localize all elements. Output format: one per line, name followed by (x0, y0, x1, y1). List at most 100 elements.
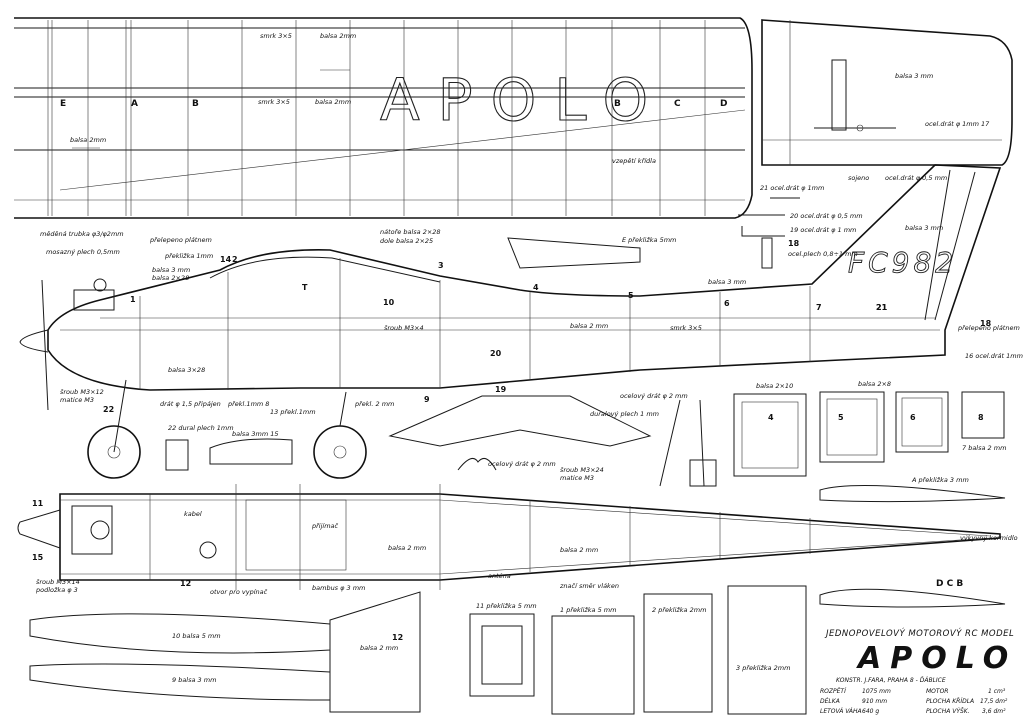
part-9: 9 (424, 395, 430, 404)
splint-e-label: E překližka 5mm (622, 236, 676, 244)
label-balsa-3x28: balsa 3×28 (168, 366, 205, 374)
label-t-mark: T (302, 283, 308, 292)
bulkhead-8: 8 (978, 413, 984, 422)
bulkhead-balsa-2x10: balsa 2×10 (756, 382, 793, 390)
spec-label-1: DÉLKA (820, 697, 840, 705)
part-15-label: balsa 3mm 15 (232, 430, 279, 438)
rib-letter-b-left: B (192, 99, 199, 109)
sheet-9-label: 9 balsa 3 mm (172, 676, 216, 684)
top-washer-label: podložka φ 3 (35, 586, 78, 594)
part-18-note: ocel.plech 0,8÷1 mm (788, 250, 858, 258)
label-matice: matice M3 (60, 396, 94, 404)
title-author: KONSTR. J.FARA, PRAHA 8 - ĎÁBLICE (836, 676, 946, 684)
stabilizer-plan: balsa 3 mm ocel.drát φ 1mm 17 (761, 19, 1013, 166)
bulkhead-7-label: 7 balsa 2 mm (962, 444, 1006, 452)
spec-value2-1: 17,5 dm² (980, 698, 1008, 705)
top-screw-label: šroub M3×14 (36, 578, 80, 586)
undercarriage-group: 22 dural plech 1mm balsa 3mm 15 ocelový … (87, 379, 717, 487)
wing-label-balsa-left: balsa 2mm (70, 136, 106, 144)
former-3: 3 (438, 261, 444, 270)
rib-letter-b-right: B (614, 99, 621, 109)
part-19: 19 (495, 385, 507, 394)
bulkhead-6: 6 (910, 413, 916, 422)
spec-value2-2: 3,6 dm² (982, 708, 1006, 715)
top-part-11: 11 (32, 499, 44, 508)
top-part-15: 15 (32, 553, 44, 562)
spec-label2-2: PLOCHA VÝŠK. (926, 708, 970, 715)
wing-label-trailing-1: nátoře balsa 2×28 (380, 228, 441, 236)
part-20: 20 (490, 349, 502, 358)
label-sroub-m3x4: šroub M3×4 (384, 324, 424, 332)
fin-steel-label: 16 ocel.drát 1mm (965, 352, 1023, 360)
label-preklizka-1mm: překližka 1mm (164, 252, 213, 260)
top-bamboo-label: bambus φ 3 mm (312, 584, 365, 592)
former-2-label: 2 překližka 2mm (652, 606, 706, 614)
former-11-label: 11 překližka 5 mm (476, 602, 537, 610)
fin-number-21: 21 (876, 303, 888, 312)
nut-label: matice M3 (560, 474, 594, 482)
spec-label-2: LETOVÁ VÁHA (820, 708, 862, 715)
spec-value-0: 1075 mm (862, 688, 891, 695)
part-10: 10 (383, 298, 395, 307)
label-mirror-tank: měděná trubka φ3/φ2mm (40, 230, 124, 238)
bulkhead-balsa-2x8: balsa 2×8 (858, 380, 891, 388)
steel-wire-label: ocelový drát φ 2 mm (620, 392, 688, 400)
bulkhead-4: 4 (768, 413, 774, 422)
fin-sojeno-label: sojeno (848, 174, 869, 182)
sheet-10-label: 10 balsa 5 mm (172, 632, 221, 640)
wing-label-balsa-mid: balsa 2mm (315, 98, 351, 106)
stab-steel-label: ocel.drát φ 1mm 17 (925, 120, 990, 128)
fin-steel05-label: ocel.drát φ 0,5 mm (885, 174, 947, 182)
label-prekl-1mm-8: překl.1mm 8 (227, 400, 269, 408)
stab-balsa-label: balsa 3 mm (895, 72, 933, 80)
part-19-label: 19 ocel.drát φ 1 mm (790, 226, 856, 234)
title-subtitle: JEDNOPOVELOVÝ MOTOROVÝ RC MODEL (824, 627, 1014, 639)
label-balsa-3: balsa 3 mm (152, 266, 190, 274)
fuselage-side-view: FC982 balsa 3 mm přelepeno plátnem 16 oc… (19, 164, 1023, 416)
sheet-12-number: 12 (392, 633, 403, 642)
spec-label-0: ROZPĚTÍ (820, 687, 847, 695)
bottom-sheets-group: 10 balsa 5 mm 9 balsa 3 mm 12 balsa 2 mm… (29, 585, 807, 715)
former-5: 5 (628, 291, 634, 300)
spec-value-1: 910 mm (862, 698, 887, 705)
wing-label-balsa-top: balsa 2mm (320, 32, 356, 40)
screw-label: šroub M3×24 (560, 466, 604, 474)
title-block: JEDNOPOVELOVÝ MOTOROVÝ RC MODEL APOLO KO… (820, 627, 1017, 715)
sheet-12-note: balsa 2 mm (360, 644, 398, 652)
label-prekl-1mm-13: 13 překl.1mm (270, 408, 316, 416)
ribs-dcb-label: D C B (936, 579, 963, 589)
former-6: 6 (724, 299, 730, 308)
label-screw-312: šroub M3×12 (60, 388, 104, 396)
title-main: APOLO (856, 641, 1017, 676)
top-balsa-label-b: balsa 2 mm (560, 546, 598, 554)
former-4: 4 (533, 283, 539, 292)
dural-label: duralový plech 1 mm (590, 410, 659, 418)
part-21-label: 21 ocel.drát φ 1mm (760, 184, 824, 192)
top-part-12: 12 (180, 579, 191, 588)
label-balsa-2mm: balsa 2 mm (570, 322, 608, 330)
spec-label2-0: MOTOR (926, 688, 948, 695)
wing-label-aileron: vzepětí křídla (612, 157, 656, 165)
top-rudder-label: výkyvný kormidlo (960, 534, 1018, 542)
bulkheads-group: 4 balsa 2×10 5 balsa 2×8 6 8 7 balsa 2 m… (733, 380, 1006, 477)
former-7: 7 (816, 303, 822, 312)
label-balsa-3mm: balsa 3 mm (708, 278, 746, 286)
rib-letter-e: E (60, 99, 66, 109)
label-balsa-2x28: balsa 2×28 (152, 274, 189, 282)
former-1-label: 1 překližka 5 mm (560, 606, 616, 614)
spec-label2-1: PLOCHA KŘÍDLA (926, 697, 974, 705)
top-grain-label: značí směr vláken (559, 582, 619, 590)
former-2: 2 (232, 255, 238, 264)
wing-label-smrk-mid: smrk 3×5 (258, 98, 290, 106)
spec-value2-0: 1 cm³ (988, 688, 1006, 695)
part-14: 14 (220, 255, 232, 264)
label-prekl-2mm: překl. 2 mm (354, 400, 394, 408)
fin-number-18: 18 (980, 319, 992, 328)
top-receiver-label: přijímač (311, 522, 339, 530)
part-18-number: 18 (788, 239, 800, 248)
rib-letter-d: D (720, 99, 727, 109)
small-parts-group: 21 ocel.drát φ 1mm 20 ocel.drát φ 0,5 mm… (507, 184, 1006, 608)
bulkhead-5: 5 (838, 413, 844, 422)
label-brass-sheet: mosazný plech 0,5mm (46, 248, 120, 256)
